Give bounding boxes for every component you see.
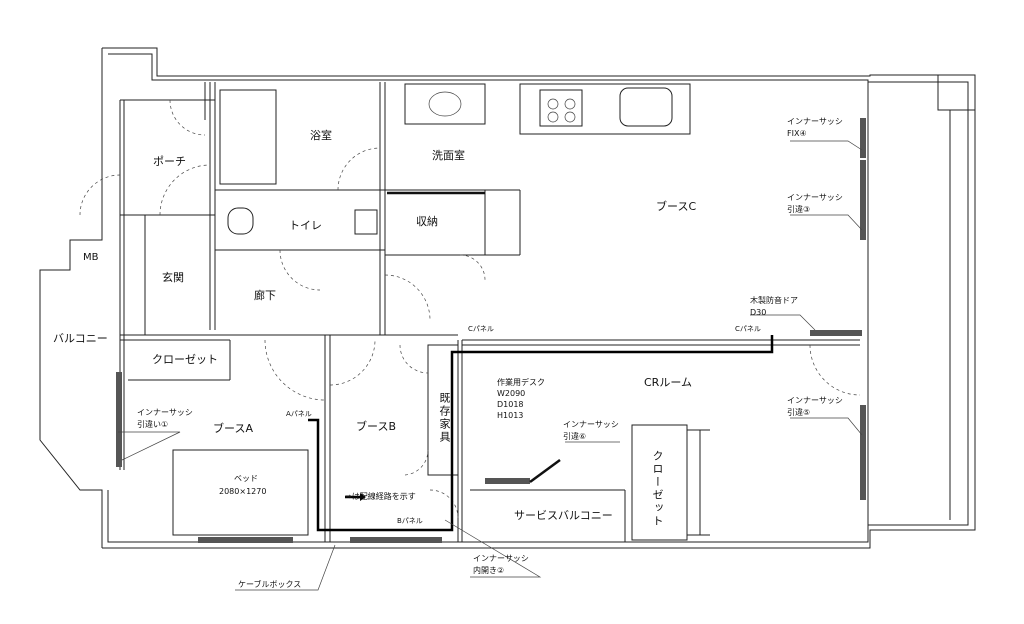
note-sash5-type: 引違⑤	[787, 408, 811, 417]
leader-lines	[118, 140, 863, 591]
note-desk-name: 作業用デスク	[497, 378, 545, 387]
room-label-hallway: 廊下	[254, 289, 276, 302]
note-b-panel: Bパネル	[397, 517, 423, 525]
note-sash3-title: インナーサッシ	[787, 193, 843, 202]
note-sash2-type: 内開き②	[473, 566, 505, 575]
note-desk-depth: D1018	[497, 400, 524, 409]
room-label-porch: ポーチ	[153, 155, 186, 168]
interior-walls	[119, 82, 860, 542]
note-sash6-title: インナーサッシ	[563, 420, 619, 429]
note-bed-name: ベッド	[234, 474, 258, 483]
note-sash4-type: FIX④	[787, 129, 807, 138]
note-sash1-title: インナーサッシ	[137, 408, 193, 417]
note-desk-height: H1013	[497, 411, 524, 420]
room-label-storage: 収納	[416, 215, 438, 228]
note-desk-width: W2090	[497, 389, 526, 398]
room-label-service-balcony: サービスバルコニー	[514, 509, 613, 522]
windows	[116, 118, 866, 543]
note-sash4-title: インナーサッシ	[787, 117, 843, 126]
note-bed-size: 2080×1270	[219, 487, 267, 496]
room-label-washroom: 洗面室	[432, 149, 465, 162]
room-label-balcony: バルコニー	[53, 332, 108, 345]
note-sash6-type: 引違⑥	[563, 432, 587, 441]
room-label-booth-c: ブースC	[656, 200, 697, 213]
note-sash2-title: インナーサッシ	[473, 554, 529, 563]
room-label-toilet: トイレ	[289, 219, 322, 232]
room-label-bath: 浴室	[310, 129, 332, 142]
note-a-panel: Aパネル	[286, 410, 312, 418]
note-door-title: 木製防音ドア	[750, 296, 798, 305]
door-swings	[79, 99, 861, 519]
room-label-booth-b: ブースB	[356, 420, 396, 433]
room-label-entrance: 玄関	[162, 271, 184, 284]
note-door-code: D30	[750, 308, 767, 317]
note-c-panel-2: Cパネル	[735, 325, 761, 333]
room-label-closet-a: クローゼット	[152, 353, 218, 366]
note-sash1-type: 引違い①	[137, 420, 169, 429]
note-sash3-type: 引違③	[787, 205, 811, 214]
note-c-panel-1: Cパネル	[468, 325, 494, 333]
outer-walls	[39, 47, 976, 549]
note-sash5-title: インナーサッシ	[787, 396, 843, 405]
note-route-legend: ➡は配線経路を示す	[345, 492, 416, 501]
room-label-booth-a: ブースA	[213, 422, 253, 435]
room-label-closet-cr: クローゼット	[651, 450, 664, 528]
wiring-route	[308, 335, 774, 532]
note-cable-box: ケーブルボックス	[238, 580, 302, 589]
room-label-mb: MB	[83, 252, 99, 263]
room-label-cr-room: CRルーム	[644, 376, 692, 389]
room-label-existing-furniture: 既存家具	[438, 392, 451, 444]
